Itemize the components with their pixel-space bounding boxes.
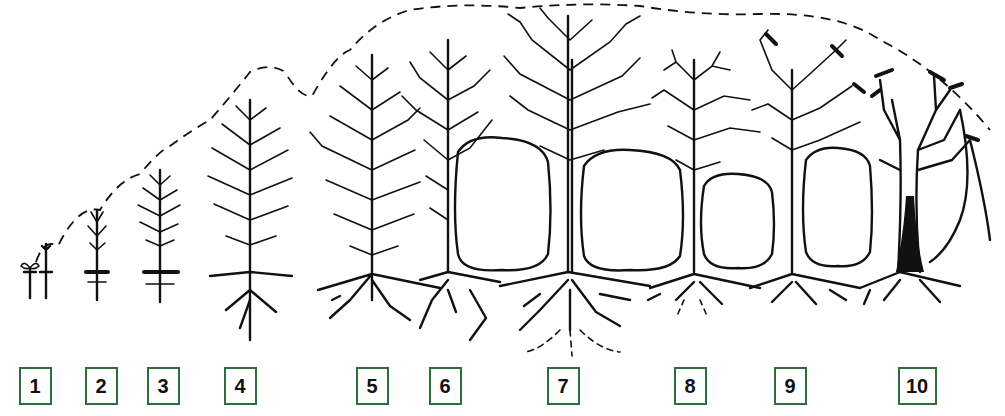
- stage-number: 7: [557, 375, 568, 397]
- young-tree: [208, 100, 292, 340]
- stage-number-box: 7: [547, 367, 580, 405]
- stage-number-box: 1: [19, 367, 52, 405]
- stage-number: 9: [784, 375, 795, 397]
- senescent-tree: [750, 30, 872, 304]
- dead-tree: [860, 70, 990, 304]
- stage-number: 1: [29, 375, 40, 397]
- stage-number: 6: [439, 375, 450, 397]
- stage-number: 5: [366, 375, 377, 397]
- stage-number-box: 4: [224, 367, 257, 405]
- sapling-small: [86, 210, 108, 300]
- declining-tree: [648, 50, 774, 318]
- canopy-envelope: [36, 4, 990, 262]
- seedlings: [21, 244, 52, 298]
- stage-number-box: 3: [147, 367, 180, 405]
- old-growth-tree: [500, 8, 683, 356]
- stage-number: 10: [906, 375, 928, 397]
- stage-number-box: 10: [898, 367, 937, 405]
- stage-number-box: 8: [674, 367, 707, 405]
- stage-number: 8: [684, 375, 695, 397]
- stage-number: 4: [234, 375, 245, 397]
- stage-number: 2: [95, 375, 106, 397]
- mature-tree: [402, 40, 551, 340]
- stage-number-box: 6: [429, 367, 462, 405]
- sapling: [138, 170, 180, 302]
- stage-number-box: 5: [356, 367, 389, 405]
- stage-number: 3: [157, 375, 168, 397]
- stage-number-box: 9: [774, 367, 807, 405]
- stage-number-box: 2: [85, 367, 118, 405]
